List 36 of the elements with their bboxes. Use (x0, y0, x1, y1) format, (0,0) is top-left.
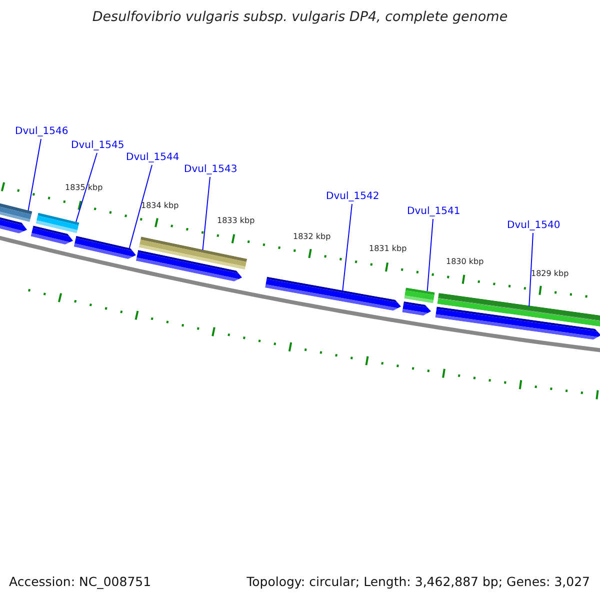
position-label: 1834 kbp (141, 201, 179, 211)
gene-feature (402, 301, 431, 316)
gene-feature (136, 250, 242, 282)
gene-feature (265, 276, 401, 311)
gene-label: Dvul_1542 (326, 191, 380, 203)
leader-line (426, 218, 434, 292)
genome-stats-text: Topology: circular; Length: 3,462,887 bp; Genes: 3,027 (246, 574, 590, 589)
gene-feature (138, 236, 248, 270)
gene-feature (437, 292, 600, 328)
leader-line (76, 152, 98, 222)
position-label: 1833 kbp (217, 216, 255, 226)
position-label: 1829 kbp (531, 269, 569, 279)
position-label: 1835 kbp (65, 183, 103, 193)
position-label: 1832 kbp (293, 232, 331, 242)
gene-label: Dvul_1541 (407, 206, 460, 218)
gene-feature (404, 288, 435, 304)
leader-line (28, 138, 42, 211)
gene-label: Dvul_1543 (184, 164, 238, 176)
accession-text: Accession: NC_008751 (9, 574, 152, 589)
position-label: 1831 kbp (369, 244, 407, 254)
gene-feature (74, 236, 136, 259)
leader-line (342, 204, 352, 292)
position-label: 1830 kbp (446, 257, 484, 267)
gene-label: Dvul_1545 (71, 140, 124, 152)
leader-line (528, 232, 534, 307)
title: Desulfovibrio vulgaris subsp. vulgaris DP4, complete genome (92, 9, 508, 25)
gene-feature (30, 226, 73, 244)
gene-label: Dvul_1540 (507, 220, 560, 232)
gene-label: Dvul_1546 (15, 126, 68, 138)
gene-feature (0, 215, 27, 234)
gene-feature (36, 212, 80, 234)
gene-feature (435, 306, 600, 340)
gene-feature (0, 201, 32, 222)
gene-label: Dvul_1544 (126, 152, 180, 164)
leader-line (202, 176, 210, 250)
leader-line (128, 164, 152, 249)
